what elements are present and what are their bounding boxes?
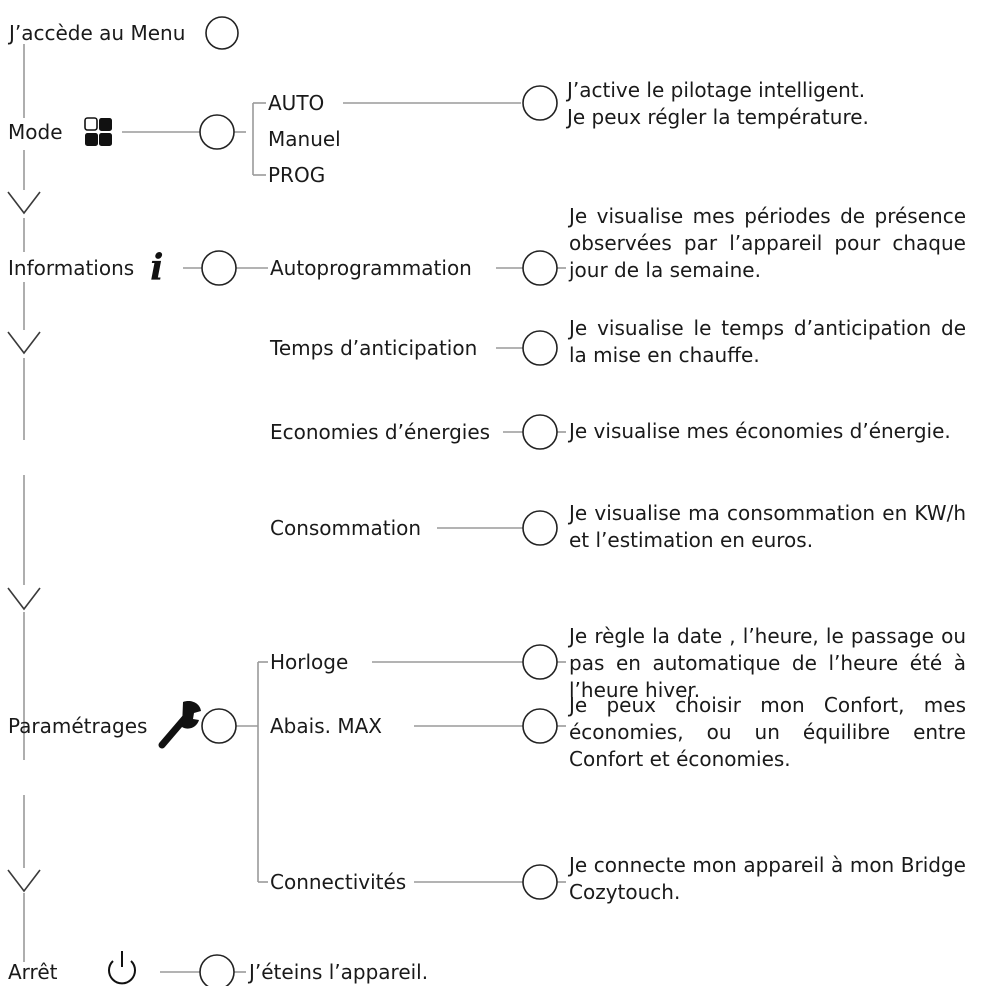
- info-item-consommation[interactable]: Consommation: [270, 516, 422, 540]
- chevron-down-icon[interactable]: [7, 587, 41, 611]
- button-circle-icon[interactable]: [201, 708, 237, 744]
- button-circle-icon[interactable]: [522, 85, 558, 121]
- button-circle-icon[interactable]: [522, 250, 558, 286]
- menu-item-parametrages[interactable]: Paramétrages: [8, 714, 148, 738]
- desc-consommation: Je visualise ma consommation en KW/h et …: [569, 501, 966, 552]
- info-item-temps-anticipation[interactable]: Temps d’anticipation: [270, 336, 478, 360]
- wrench-icon: [158, 701, 201, 749]
- button-circle-icon[interactable]: [522, 708, 558, 744]
- desc-abais-max: Je peux choisir mon Confort, mes économi…: [569, 693, 966, 771]
- button-circle-icon[interactable]: [199, 954, 235, 986]
- param-item-horloge[interactable]: Horloge: [270, 650, 349, 674]
- desc-connectivites: Je connecte mon appareil à mon Bridge Co…: [569, 853, 966, 904]
- button-circle-icon[interactable]: [522, 864, 558, 900]
- button-circle-icon[interactable]: [199, 114, 235, 150]
- button-circle-icon[interactable]: [522, 414, 558, 450]
- button-circle-icon[interactable]: [522, 510, 558, 546]
- button-circle-icon[interactable]: [522, 330, 558, 366]
- chevron-down-icon[interactable]: [7, 331, 41, 355]
- param-item-abais-max[interactable]: Abais. MAX: [270, 714, 382, 738]
- chevron-down-icon[interactable]: [7, 191, 41, 215]
- auto-desc-line-1: J’active le pilotage intelligent.: [567, 78, 866, 102]
- mode-grid-icon: [84, 117, 112, 146]
- desc-arret: J’éteins l’appareil.: [249, 960, 429, 984]
- info-item-economies[interactable]: Economies d’énergies: [270, 420, 491, 444]
- button-circle-icon[interactable]: [522, 644, 558, 680]
- info-icon: i: [150, 247, 164, 289]
- power-icon: [108, 951, 136, 985]
- menu-item-mode[interactable]: Mode: [8, 120, 63, 144]
- desc-autoprogrammation: Je visualise mes périodes de présence ob…: [569, 204, 966, 282]
- menu-item-informations[interactable]: Informations: [8, 256, 135, 280]
- button-circle-icon[interactable]: [205, 16, 239, 50]
- mode-option-manuel[interactable]: Manuel: [268, 127, 341, 151]
- button-circle-icon[interactable]: [201, 250, 237, 286]
- chevron-down-icon[interactable]: [7, 869, 41, 893]
- param-item-connectivites[interactable]: Connectivités: [270, 870, 407, 894]
- auto-desc-line-2: Je peux régler la température.: [567, 105, 869, 129]
- desc-economies: Je visualise mes économies d’énergie.: [569, 419, 951, 443]
- mode-option-prog[interactable]: PROG: [268, 163, 326, 187]
- branch-lines: [122, 102, 566, 973]
- mode-option-auto[interactable]: AUTO: [268, 91, 325, 115]
- desc-horloge: Je règle la date , l’heure, le passage o…: [569, 624, 966, 702]
- info-item-autoprogrammation[interactable]: Autoprogrammation: [270, 256, 472, 280]
- menu-title: J’accède au Menu: [9, 21, 186, 45]
- menu-item-arret[interactable]: Arrêt: [8, 960, 58, 984]
- desc-temps-anticipation: Je visualise le temps d’anticipation de …: [569, 316, 966, 367]
